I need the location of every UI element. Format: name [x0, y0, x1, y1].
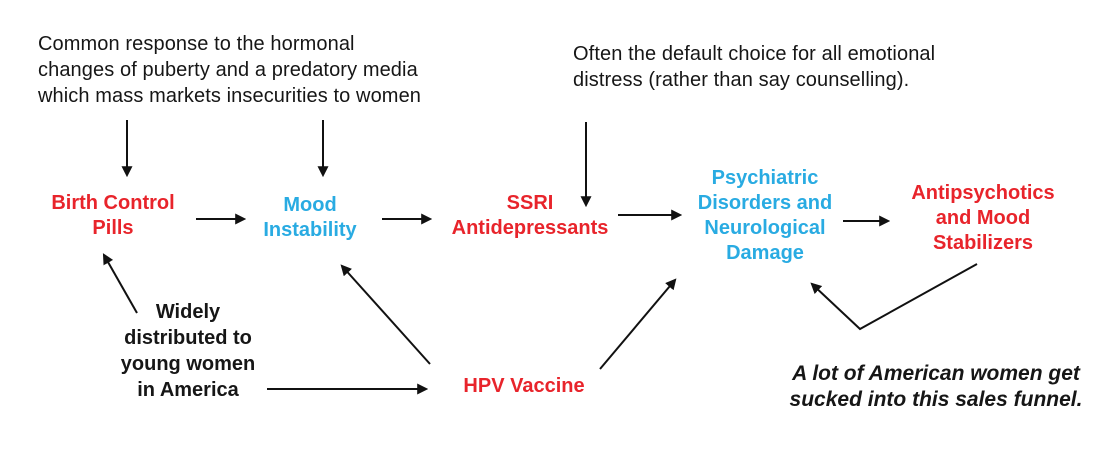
node-antipsychotics-mood-stabilizers: Antipsychotics and Mood Stabilizers — [911, 182, 1055, 254]
note-top-left: Common response to the hormonal changes … — [38, 33, 422, 107]
arrow-hpv-to-mood — [340, 264, 431, 365]
node-mood-instability: Mood Instability — [263, 194, 357, 241]
node-ssri-antidepressants: SSRI Antidepressants — [451, 192, 609, 239]
note-sales-funnel: A lot of American women get sucked into … — [789, 362, 1083, 411]
node-hpv-vaccine: HPV Vaccine — [463, 375, 585, 397]
note-widely-distributed: Widely distributed to young women in Ame… — [120, 301, 256, 401]
note-top-right: Often the default choice for all emotion… — [573, 43, 936, 91]
arrow-widely-note-to-birth-control — [102, 253, 138, 314]
arrow-hpv-to-psychiatric — [599, 278, 677, 370]
arrow-antipsychotics-back-to-psychiatric — [810, 263, 978, 331]
node-birth-control-pills: Birth Control Pills — [51, 192, 175, 239]
node-psychiatric-disorders: Psychiatric Disorders and Neurological D… — [697, 167, 833, 264]
